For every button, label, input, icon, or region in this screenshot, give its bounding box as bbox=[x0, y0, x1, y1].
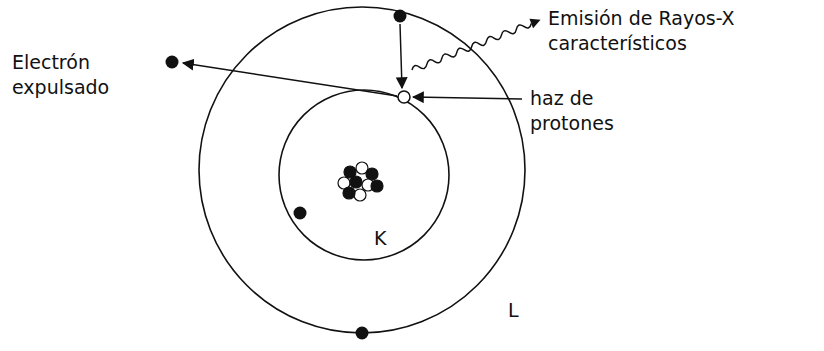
shell-label: L bbox=[508, 298, 538, 323]
k-shell bbox=[279, 90, 449, 260]
transition-arrow bbox=[400, 24, 402, 88]
shell-label: K bbox=[374, 226, 404, 251]
vacancy bbox=[398, 91, 410, 103]
electron bbox=[294, 207, 307, 220]
l-shell bbox=[199, 7, 525, 333]
electron bbox=[394, 10, 407, 23]
proton-beam-arrow bbox=[413, 97, 522, 99]
ejected-electron bbox=[166, 56, 179, 69]
nucleus bbox=[338, 162, 383, 201]
xray-wave bbox=[410, 15, 542, 74]
proton-beam-label: haz de protones bbox=[530, 86, 630, 135]
xray-emission-label: Emisión de Rayos-X característicos bbox=[548, 6, 763, 55]
ejection-arrow bbox=[183, 63, 397, 96]
ejected-electron-label: Electrón expulsado bbox=[12, 50, 122, 99]
electron bbox=[356, 327, 369, 340]
